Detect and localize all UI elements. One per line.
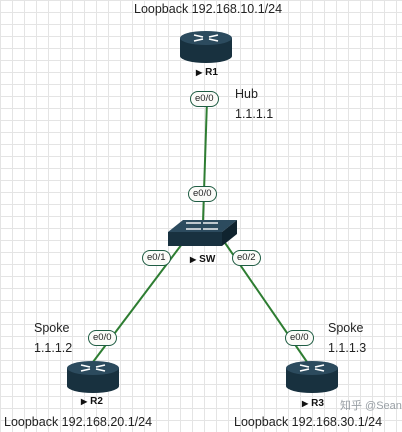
sw-e0-1-badge: e0/1 (142, 250, 171, 266)
router-r3-icon[interactable] (286, 361, 338, 393)
router-r1-icon[interactable] (180, 31, 232, 63)
play-triangle-icon: ▶ (196, 68, 203, 77)
r3-role-label: Spoke (328, 321, 364, 335)
sw-e0-0-badge: e0/0 (188, 186, 217, 202)
r3-name-label: ▶R3 (302, 399, 324, 409)
r2-ip-label: 1.1.1.2 (34, 341, 73, 355)
r1-name: R1 (205, 67, 218, 78)
r2-name-label: ▶R2 (81, 397, 103, 407)
sw-name: SW (199, 254, 216, 265)
play-triangle-icon: ▶ (190, 255, 197, 264)
router-r2-icon[interactable] (67, 361, 119, 393)
r2-e0-0-badge: e0/0 (88, 330, 117, 346)
r2-role-label: Spoke (34, 321, 70, 335)
r3-e0-0-badge: e0/0 (285, 330, 314, 346)
sw-e0-2-badge: e0/2 (232, 250, 261, 266)
link-r1-sw (202, 99, 208, 223)
r2-loopback-label: Loopback 192.168.20.1/24 (4, 415, 153, 429)
switch-sw-icon[interactable] (168, 220, 237, 246)
r3-name: R3 (311, 398, 324, 409)
play-triangle-icon: ▶ (302, 399, 309, 408)
r1-ip-label: 1.1.1.1 (235, 107, 274, 121)
r1-role-label: Hub (235, 87, 258, 101)
r1-loopback-label: Loopback 192.168.10.1/24 (134, 2, 283, 16)
play-triangle-icon: ▶ (81, 397, 88, 406)
r2-name: R2 (90, 396, 103, 407)
r3-loopback-label: Loopback 192.168.30.1/24 (234, 415, 383, 429)
sw-name-label: ▶SW (190, 255, 215, 265)
r1-e0-0-badge: e0/0 (190, 91, 219, 107)
watermark: 知乎 @Sean (340, 400, 402, 412)
r3-ip-label: 1.1.1.3 (328, 341, 367, 355)
r1-name-label: ▶R1 (196, 68, 218, 78)
